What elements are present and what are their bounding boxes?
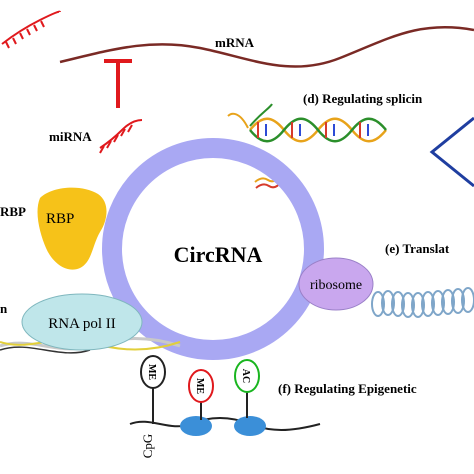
rbp-outer-label: RBP [0,204,26,219]
cpg-label: CpG [140,434,155,459]
rbp-blob [37,187,107,270]
nucleosome-1 [180,416,212,436]
mrna-strand [59,25,474,68]
ac-tag-green: AC [234,359,260,393]
me-tag-red: ME [188,369,214,403]
chevron-mark [429,116,474,188]
mirna-label: miRNA [49,129,92,144]
mirna-squiggle [99,119,143,154]
me-label-1: ME [146,364,157,380]
left-edge-fragment: n [0,301,8,316]
me-label-2: ME [194,378,205,394]
rna-pol-label: RNA pol II [48,316,116,332]
rbp-inner-label: RBP [46,211,74,227]
mrna-label: mRNA [215,35,255,50]
ribosome-label: ribosome [310,278,362,293]
me-tag-black: ME [140,355,166,389]
ribosome [298,257,374,311]
inhibition-symbol [104,59,132,108]
label-f-epigenetic: (f) Regulating Epigenetic [278,381,417,396]
circrna-ring [102,138,324,360]
rna-pol-ii [21,293,143,351]
ac-label: AC [240,369,251,383]
dna-helix-splicing [227,103,387,143]
label-e-translation: (e) Translat [385,241,450,256]
mirna-ladder-top-left [1,10,61,49]
nucleosome-2 [234,416,266,436]
chromatin-strand [129,417,321,431]
circrna-label: CircRNA [174,242,263,267]
label-d-splicing: (d) Regulating splicin [303,91,423,106]
protein-coil [371,287,474,318]
